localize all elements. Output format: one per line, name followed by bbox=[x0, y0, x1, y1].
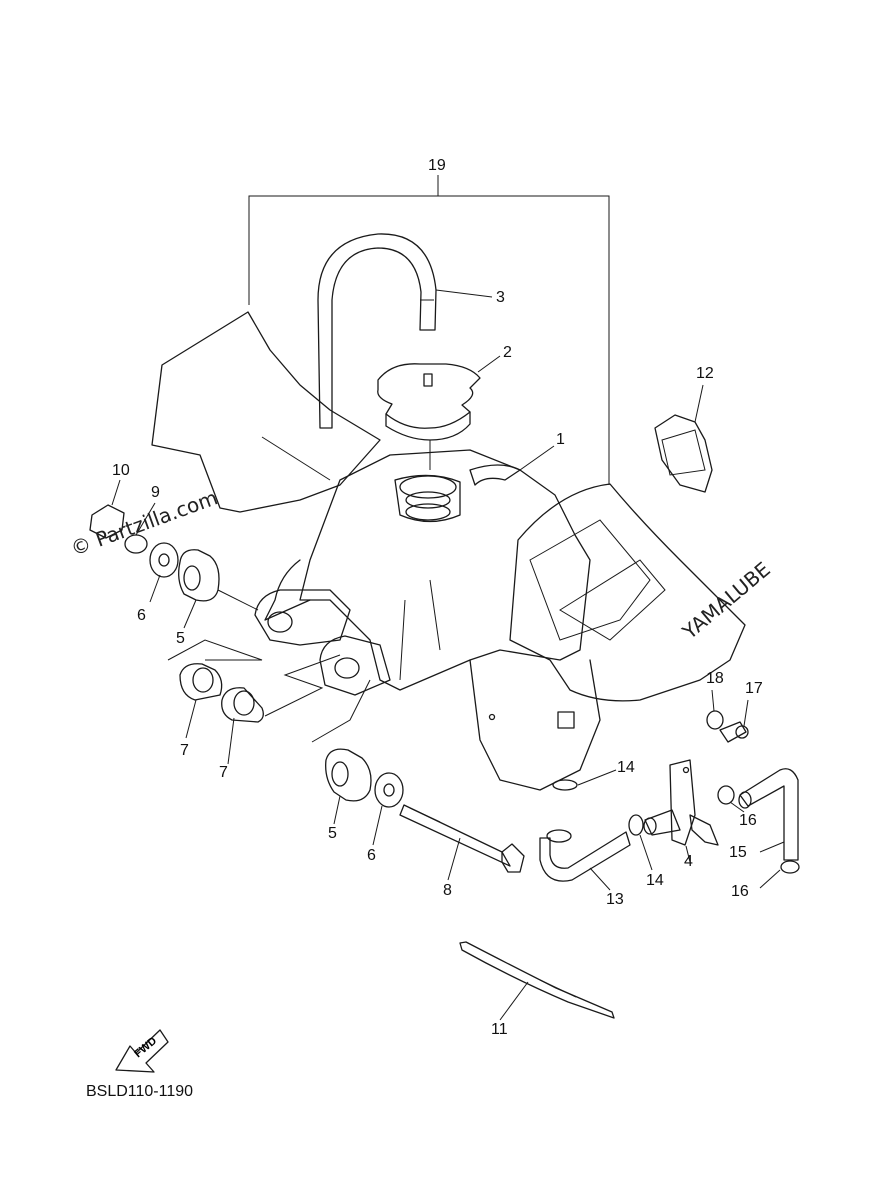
fuel-cap bbox=[377, 363, 481, 470]
fuel-tank bbox=[264, 449, 601, 791]
fuel-cock-4 bbox=[643, 759, 719, 846]
clamp-14-lower bbox=[628, 814, 644, 836]
kit-19-bracket bbox=[248, 175, 610, 485]
collar-7-right bbox=[221, 687, 264, 723]
mount-reference-lines bbox=[167, 639, 371, 743]
callout-10: 10 bbox=[112, 462, 130, 479]
clamp-16-lower bbox=[780, 860, 800, 874]
bolt-8 bbox=[399, 804, 525, 873]
callout-16-lower: 16 bbox=[731, 883, 749, 900]
tank-mount-tabs bbox=[254, 589, 391, 696]
callout-12: 12 bbox=[696, 365, 714, 382]
fwd-arrow-icon: FWD bbox=[115, 1029, 169, 1073]
washer-18 bbox=[706, 710, 724, 730]
callout-3: 3 bbox=[496, 289, 505, 306]
callout-15: 15 bbox=[729, 844, 747, 861]
hose-15 bbox=[738, 768, 799, 861]
callout-14-lower: 14 bbox=[646, 872, 664, 889]
tank-decal: YAMALUBE bbox=[509, 483, 775, 702]
callout-17: 17 bbox=[745, 680, 763, 697]
callout-1: 1 bbox=[556, 431, 565, 448]
screw-17 bbox=[719, 721, 749, 743]
bracket-12 bbox=[654, 414, 713, 493]
hose-13 bbox=[539, 829, 631, 882]
collar-7-left bbox=[179, 663, 223, 701]
callout-9: 9 bbox=[151, 484, 160, 501]
washer-6-upper bbox=[149, 542, 179, 578]
callout-2: 2 bbox=[503, 344, 512, 361]
callout-16-upper: 16 bbox=[739, 812, 757, 829]
callout-6-upper: 6 bbox=[137, 607, 146, 624]
callout-11: 11 bbox=[491, 1021, 508, 1038]
grommet-5-upper bbox=[178, 549, 259, 611]
callout-5-upper: 5 bbox=[176, 630, 185, 647]
callout-13: 13 bbox=[606, 891, 624, 908]
callout-14-upper: 14 bbox=[617, 759, 635, 776]
diagram-code: BSLD110-1190 bbox=[86, 1083, 193, 1100]
fwd-label: FWD bbox=[132, 1035, 159, 1060]
leader-lines bbox=[111, 289, 785, 1021]
breather-hose bbox=[317, 233, 437, 429]
callout-6-lower: 6 bbox=[367, 847, 376, 864]
callout-4: 4 bbox=[684, 853, 693, 870]
decal-brand-text: YAMALUBE bbox=[677, 557, 775, 644]
callouts: 19 3 2 1 12 10 9 6 5 7 7 5 6 8 18 17 14 … bbox=[112, 157, 763, 1038]
callout-19: 19 bbox=[428, 157, 446, 174]
washer-6-lower bbox=[374, 772, 404, 808]
callout-5-lower: 5 bbox=[328, 825, 337, 842]
side-shroud bbox=[151, 311, 381, 513]
callout-7-right: 7 bbox=[219, 764, 228, 781]
callout-8: 8 bbox=[443, 882, 452, 899]
clamp-16-upper bbox=[717, 785, 735, 805]
callout-18: 18 bbox=[706, 670, 724, 687]
clamp-14-upper bbox=[552, 779, 578, 791]
grommet-5-lower bbox=[325, 748, 372, 802]
pad-11 bbox=[459, 941, 615, 1019]
callout-7-left: 7 bbox=[180, 742, 189, 759]
